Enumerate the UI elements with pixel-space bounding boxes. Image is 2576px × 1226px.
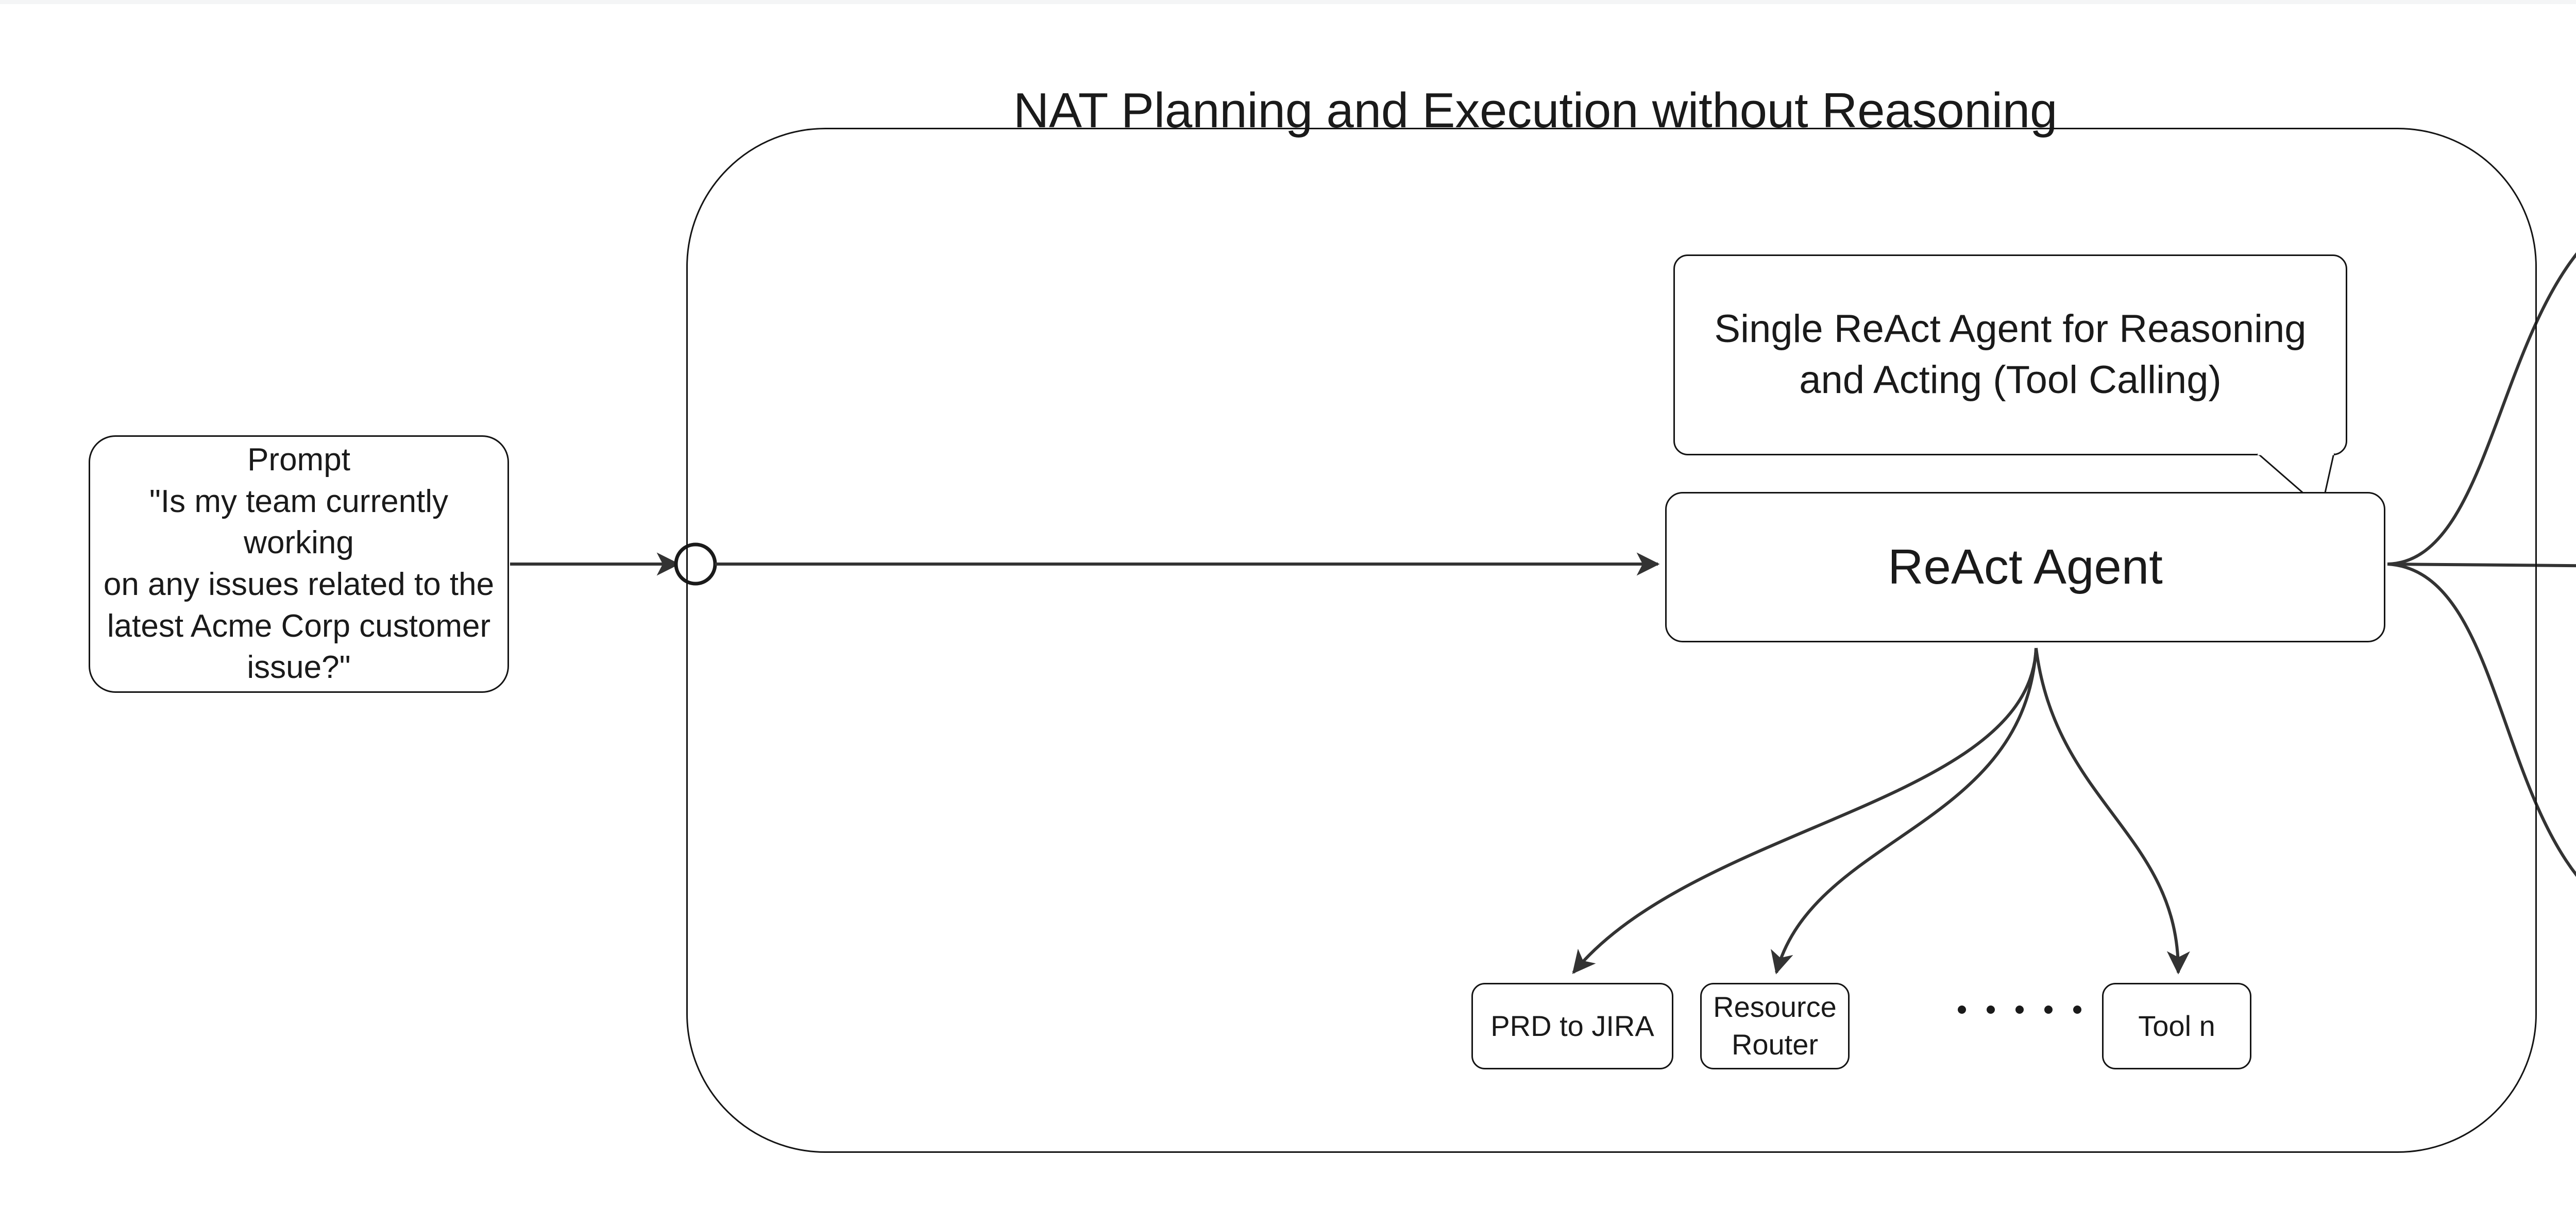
tool-label-line-2: Router <box>1731 1028 1819 1061</box>
tools-ellipsis-icon <box>1958 1006 2081 1014</box>
edge-agent-to-tool-prd <box>1572 648 2038 974</box>
callout-line-1: Single ReAct Agent for Reasoning <box>1714 307 2307 351</box>
edge-agent-to-tool-n <box>2035 648 2190 975</box>
tool-label: PRD to JIRA <box>1490 1009 1654 1042</box>
tool-node-tool-n: Tool n <box>2102 983 2251 1069</box>
edge-agent-to-failure <box>2387 563 2576 877</box>
agent-callout-note: Single ReAct Agent for Reasoning and Act… <box>1673 254 2347 455</box>
edge-agent-to-incorrect-answer <box>2387 563 2576 568</box>
react-agent-label: ReAct Agent <box>1888 539 2163 594</box>
prompt-node: Prompt "Is my team currently working on … <box>89 435 509 693</box>
workflow-container <box>686 128 2537 1153</box>
prompt-line-3: latest Acme Corp customer <box>107 608 491 644</box>
edge-agent-to-tool-router <box>1771 648 2038 975</box>
top-strip <box>0 0 2576 4</box>
edge-agent-to-correct-answer <box>2387 252 2576 566</box>
tool-label-line-1: Resource <box>1713 991 1837 1024</box>
prompt-line-2: on any issues related to the <box>103 567 495 602</box>
prompt-heading: Prompt <box>247 442 350 478</box>
tool-label: Tool n <box>2138 1009 2215 1042</box>
prompt-line-1: "Is my team currently working <box>149 483 449 561</box>
callout-line-2: and Acting (Tool Calling) <box>1799 358 2222 402</box>
tool-node-resource-router: Resource Router <box>1700 983 1850 1069</box>
prompt-line-4: issue?" <box>247 650 351 686</box>
react-agent-node: ReAct Agent <box>1665 492 2385 642</box>
tool-node-prd-to-jira: PRD to JIRA <box>1471 983 1673 1069</box>
